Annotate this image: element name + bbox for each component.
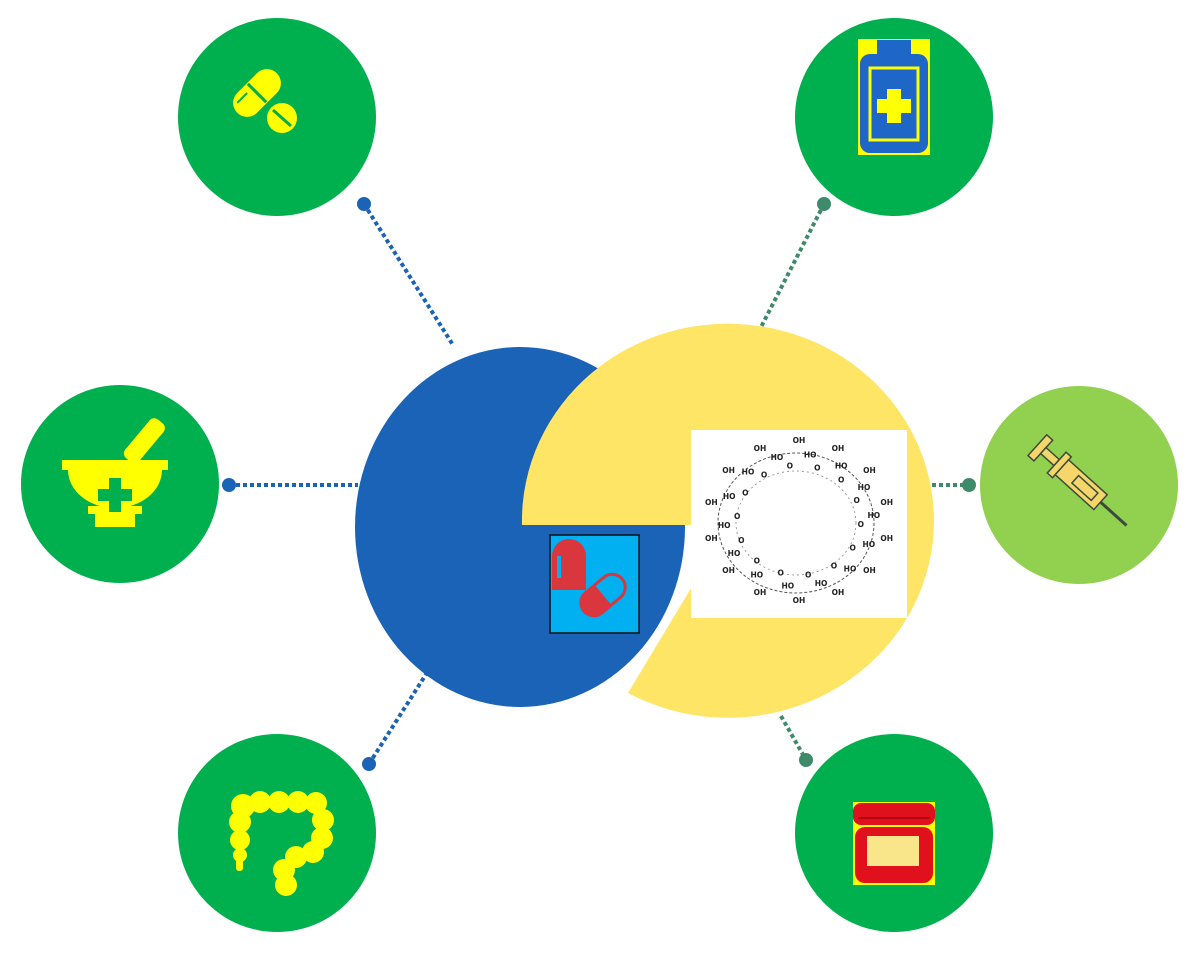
molecule-label: HO <box>750 571 763 580</box>
molecule-label: O <box>838 476 844 485</box>
connector-bottom-right <box>779 715 808 761</box>
pill-capsule-tablet-icon <box>233 69 297 133</box>
molecule-label: OH <box>863 566 876 575</box>
molecule-label: OH <box>793 596 806 605</box>
molecule-label: HO <box>718 521 731 530</box>
connector-bottom-left <box>367 666 432 766</box>
molecule-label: O <box>858 520 864 529</box>
medicine-bottle-cross-icon <box>858 39 930 155</box>
molecule-label: OH <box>832 444 845 453</box>
molecule-label: HO <box>844 564 857 573</box>
molecule-label: O <box>754 556 760 565</box>
molecule-label: HO <box>867 511 880 520</box>
molecule-label: O <box>850 544 856 553</box>
connector-dot-bottom-right <box>799 753 813 767</box>
molecule-label: O <box>805 570 811 579</box>
molecule-label: HO <box>771 453 784 462</box>
molecule-label: HO <box>835 462 848 471</box>
molecule-label: OH <box>705 534 718 543</box>
molecule-label: HO <box>742 468 755 477</box>
molecule-label: O <box>742 489 748 498</box>
connector-dot-left <box>222 478 236 492</box>
node-syringe <box>980 386 1178 584</box>
molecule-label: OH <box>754 444 767 453</box>
molecule-label: O <box>831 561 837 570</box>
molecule-label: HO <box>815 579 828 588</box>
molecule-label: OH <box>722 566 735 575</box>
molecule-label: OH <box>880 534 893 543</box>
molecule-label: HO <box>781 581 794 590</box>
molecule-label: O <box>854 496 860 505</box>
molecule-label: O <box>814 463 820 472</box>
molecule-label: O <box>778 569 784 578</box>
connector-top-left <box>362 202 455 347</box>
node-medicine-bottle <box>795 18 993 216</box>
molecule-label: OH <box>863 466 876 475</box>
molecule-label: HO <box>723 492 736 501</box>
connector-dot-bottom-left <box>362 757 376 771</box>
connectors <box>222 197 976 771</box>
molecule-label: HO <box>862 540 875 549</box>
molecule-label: OH <box>793 436 806 445</box>
node-mortar-pestle <box>21 385 219 583</box>
node-tablets <box>178 18 376 216</box>
connector-dot-right <box>962 478 976 492</box>
molecule-label: HO <box>804 451 817 460</box>
molecule-label: O <box>787 462 793 471</box>
capsule-icon <box>549 534 640 634</box>
syringe-icon <box>1026 433 1128 527</box>
connector-top-right <box>756 203 826 334</box>
connector-dot-top-right <box>817 197 831 211</box>
node-intestine <box>178 734 376 932</box>
molecule-label: HO <box>858 483 871 492</box>
molecule-label: HO <box>728 549 741 558</box>
intestine-colon-icon <box>229 791 334 896</box>
node-ointment-jar <box>795 734 993 932</box>
connector-dot-top-left <box>357 197 371 211</box>
molecule-label: O <box>738 536 744 545</box>
molecule-label: OH <box>754 588 767 597</box>
molecule-label: OH <box>832 588 845 597</box>
molecule-label: OH <box>722 466 735 475</box>
mortar-pestle-cross-icon <box>62 418 168 527</box>
molecule-label: OH <box>705 498 718 507</box>
molecule-label: OH <box>880 498 893 507</box>
molecule-label: O <box>761 471 767 480</box>
ointment-jar-icon <box>853 802 935 885</box>
molecule-label: O <box>734 512 740 521</box>
